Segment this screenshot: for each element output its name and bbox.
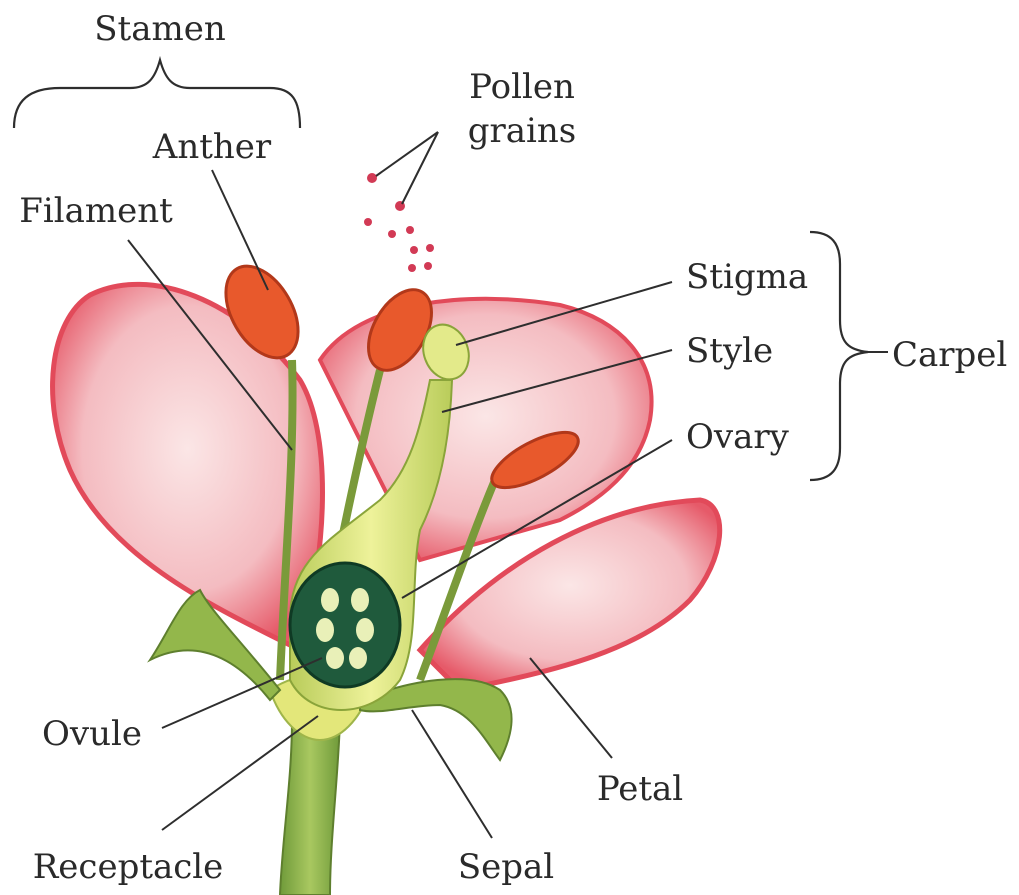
label-filament: Filament bbox=[19, 191, 173, 231]
label-carpel: Carpel bbox=[892, 335, 1007, 375]
stem bbox=[280, 720, 340, 895]
pollen-leader-2 bbox=[402, 132, 438, 204]
carpel-brace bbox=[810, 232, 868, 480]
label-anther: Anther bbox=[152, 127, 272, 167]
label-ovary: Ovary bbox=[686, 417, 790, 457]
ovary-chamber bbox=[290, 563, 400, 687]
petal-leader bbox=[530, 658, 612, 758]
label-stamen: Stamen bbox=[94, 9, 225, 49]
stamen-brace bbox=[14, 60, 300, 128]
label-petal: Petal bbox=[597, 769, 683, 809]
label-receptacle: Receptacle bbox=[33, 847, 224, 887]
pollen-leader-1 bbox=[376, 132, 438, 176]
label-ovule: Ovule bbox=[42, 714, 142, 754]
pollen-grains bbox=[364, 173, 434, 272]
label-pollen-line1: Pollen bbox=[469, 67, 575, 107]
label-stigma: Stigma bbox=[686, 257, 808, 297]
label-pollen-line2: grains bbox=[468, 111, 577, 151]
label-style: Style bbox=[686, 331, 773, 371]
label-sepal: Sepal bbox=[458, 847, 554, 887]
